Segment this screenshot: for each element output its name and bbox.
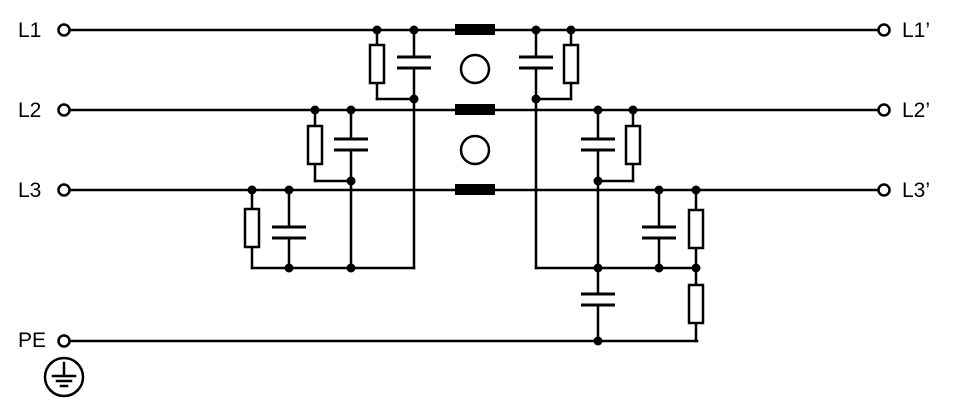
junction-dots [247,25,701,346]
earth-ground-icon [43,356,85,398]
terminals [57,23,891,348]
terminal-l2-output [877,103,891,117]
resistor-out-l3 [687,208,705,250]
terminal-l1-output [877,23,891,37]
resistor-out-l1 [562,43,580,85]
resistor-in-l3 [243,207,261,249]
choke-core-upper [459,53,491,85]
resistor-out-l2 [624,124,642,166]
output-filter-network [519,28,705,343]
terminal-l2-input [57,103,71,117]
label-l1-input: L1 [18,19,42,42]
input-filter-network [243,28,431,270]
terminal-pe-input [57,334,71,348]
resistor-in-l1 [368,43,386,85]
label-pe-input: PE [18,329,47,352]
label-l2-output: L2’ [902,99,931,122]
current-compensated-choke [455,24,495,195]
resistor-star-to-pe [687,283,705,325]
terminal-l3-output [877,183,891,197]
choke-core-lower [459,134,491,166]
label-l3-input: L3 [18,179,42,202]
resistor-in-l2 [306,124,324,166]
label-l2-input: L2 [18,99,42,122]
choke-winding-l2 [455,104,495,115]
choke-winding-l1 [455,24,495,35]
terminal-l1-input [57,23,71,37]
label-l1-output: L1’ [902,19,931,42]
label-l3-output: L3’ [902,179,931,202]
terminal-l3-input [57,183,71,197]
choke-winding-l3 [455,184,495,195]
